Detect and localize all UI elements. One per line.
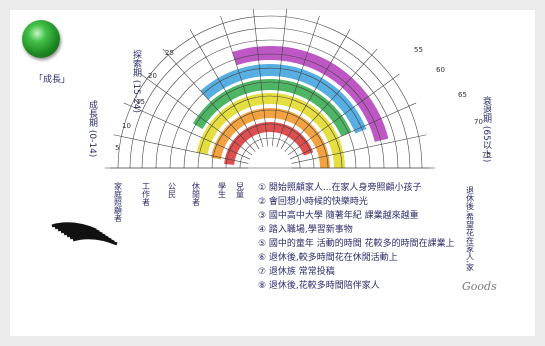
age-tick-label: 10: [122, 122, 131, 130]
grid-arc: [183, 81, 357, 169]
stage-label: 家庭照顧者: [114, 181, 123, 223]
note-line: ② 會回想小時候的快樂時光: [258, 195, 368, 207]
life-stage-label: 探索期 (15-24): [131, 49, 142, 113]
grid-radial: [291, 134, 427, 164]
stage-label: 休閒者: [192, 181, 201, 207]
age-tick-label: 20: [148, 72, 157, 80]
grid-arc: [117, 15, 423, 169]
grid-arc: [155, 53, 385, 169]
age-tick-label: 5: [115, 144, 119, 152]
grid-radial: [280, 29, 351, 150]
note-line: ① 開始照顧家人...在家人身旁照顧小孩子: [258, 181, 422, 193]
note-line: ④ 踏入職場,學習新事物: [258, 223, 353, 235]
grid-arc: [129, 27, 411, 169]
stage-label: 工作者: [142, 182, 151, 207]
grid-arc: [225, 123, 315, 169]
grid-radial: [189, 29, 260, 150]
grid-radial: [220, 15, 264, 148]
band-工作者: [200, 63, 367, 134]
life-stage-label: 退休後,希望花在家人,家: [466, 186, 475, 271]
age-tick-label: 55: [414, 46, 423, 54]
grid-arc: [211, 109, 329, 169]
grid-radial: [289, 102, 417, 160]
grid-radial: [287, 73, 400, 156]
life-stage-label: 成長期 (0-14): [87, 99, 98, 157]
age-tick-label: 15: [136, 98, 145, 106]
signature: Goods: [462, 280, 497, 293]
band-學生: [210, 107, 330, 168]
note-line: ⑦ 退休族 常常投稿: [258, 265, 335, 277]
life-stage-label: 衰退期 (65以上): [481, 95, 492, 162]
stage-label: 兒童: [236, 181, 245, 198]
green-round-button[interactable]: [22, 20, 60, 58]
age-tick-label: 25: [165, 49, 174, 57]
note-line: ⑧ 退休後,花較多時間陪伴家人: [258, 279, 380, 291]
note-line: ⑤ 國中的童年 活動的時間 花較多的時間在課業上: [258, 237, 455, 249]
grid-radial: [284, 48, 378, 152]
note-line: ⑥ 退休後,較多時間花在休閒活動上: [258, 251, 398, 263]
note-line: ③ 國中高中大學 隨著年紀 課業越來越重: [258, 209, 419, 221]
grid-arc: [197, 95, 343, 169]
grid-radial: [162, 48, 256, 152]
grid-arc: [169, 67, 371, 169]
band-公民: [192, 79, 352, 137]
age-tick-label: 75: [482, 151, 491, 159]
grid-radial: [113, 134, 249, 164]
age-tick-label: 70: [474, 118, 483, 126]
ink-scribble: [51, 222, 118, 246]
grid-radial: [252, 8, 268, 147]
grid-radial: [276, 15, 320, 148]
stage-label: 學生: [218, 181, 227, 198]
band-兒童: [224, 122, 314, 165]
band-休閒者: [196, 93, 345, 168]
grid-radial: [140, 73, 253, 156]
age-tick-label: 65: [458, 91, 467, 99]
grid-radial: [272, 8, 288, 147]
age-tick-label: 60: [436, 66, 445, 74]
scribble-stroke: [72, 236, 118, 246]
stage-label: 公民: [168, 182, 177, 199]
grid-radial: [123, 102, 251, 160]
life-stage-label: 「成長」: [34, 73, 70, 85]
band-家庭照顧者: [232, 46, 389, 142]
grid-arc: [141, 39, 399, 169]
